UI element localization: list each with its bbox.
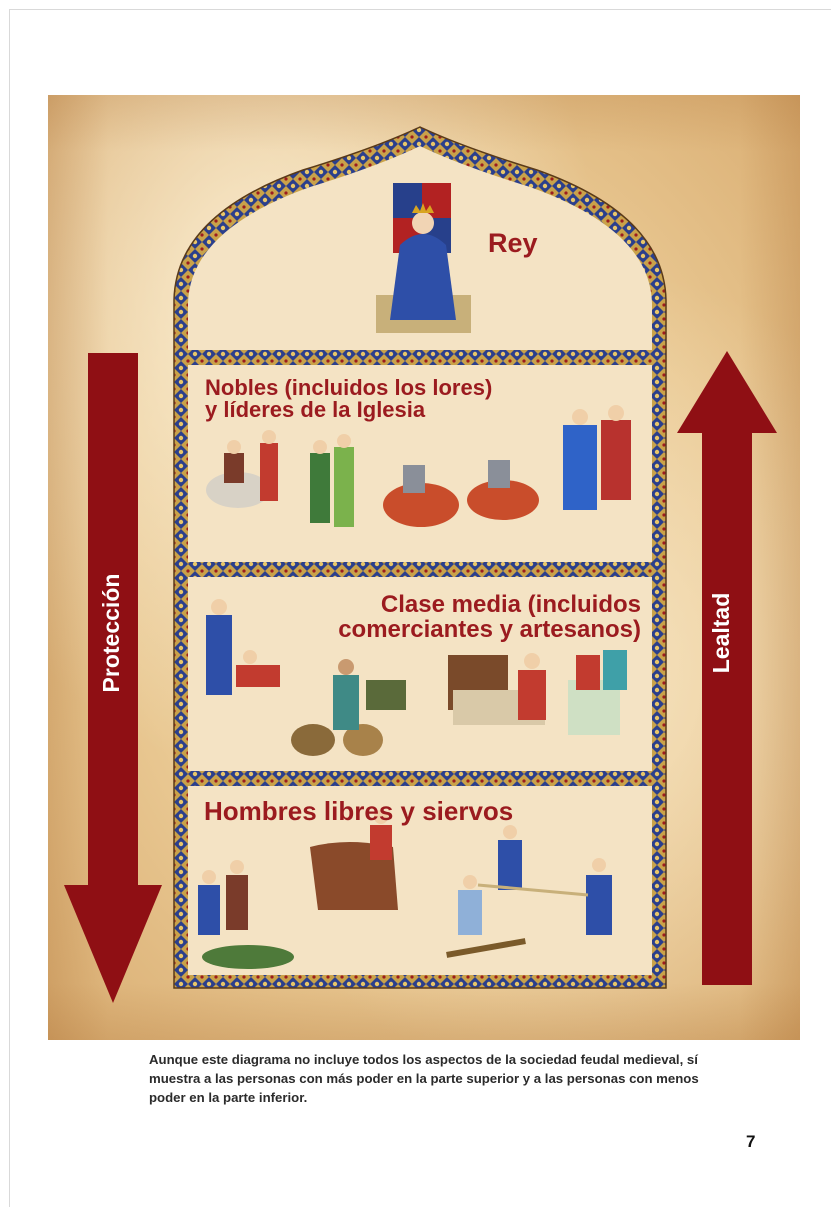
lealtad-arrow	[677, 351, 777, 985]
diagram-artwork	[64, 126, 777, 1003]
hombres-figures	[198, 810, 612, 969]
proteccion-arrow	[64, 353, 162, 1003]
label-nobles: Nobles (incluidos los lores) y líderes d…	[205, 375, 493, 422]
clase-media-figures	[206, 599, 627, 756]
nobles-figures	[206, 405, 631, 527]
label-clase-media: Clase media (incluidos comerciantes y ar…	[338, 591, 641, 644]
king-figure	[376, 183, 471, 333]
page-number: 7	[746, 1132, 756, 1151]
proteccion-label: Protección	[98, 573, 124, 693]
label-rey: Rey	[488, 228, 538, 258]
feudal-diagram: Rey Nobles (incluidos los lores) y líder…	[48, 95, 800, 1040]
panel-hombres	[188, 786, 652, 975]
lealtad-label: Lealtad	[708, 592, 734, 674]
figure-caption: Aunque este diagrama no incluye todos lo…	[149, 1052, 699, 1105]
label-hombres: Hombres libres y siervos	[204, 796, 514, 826]
